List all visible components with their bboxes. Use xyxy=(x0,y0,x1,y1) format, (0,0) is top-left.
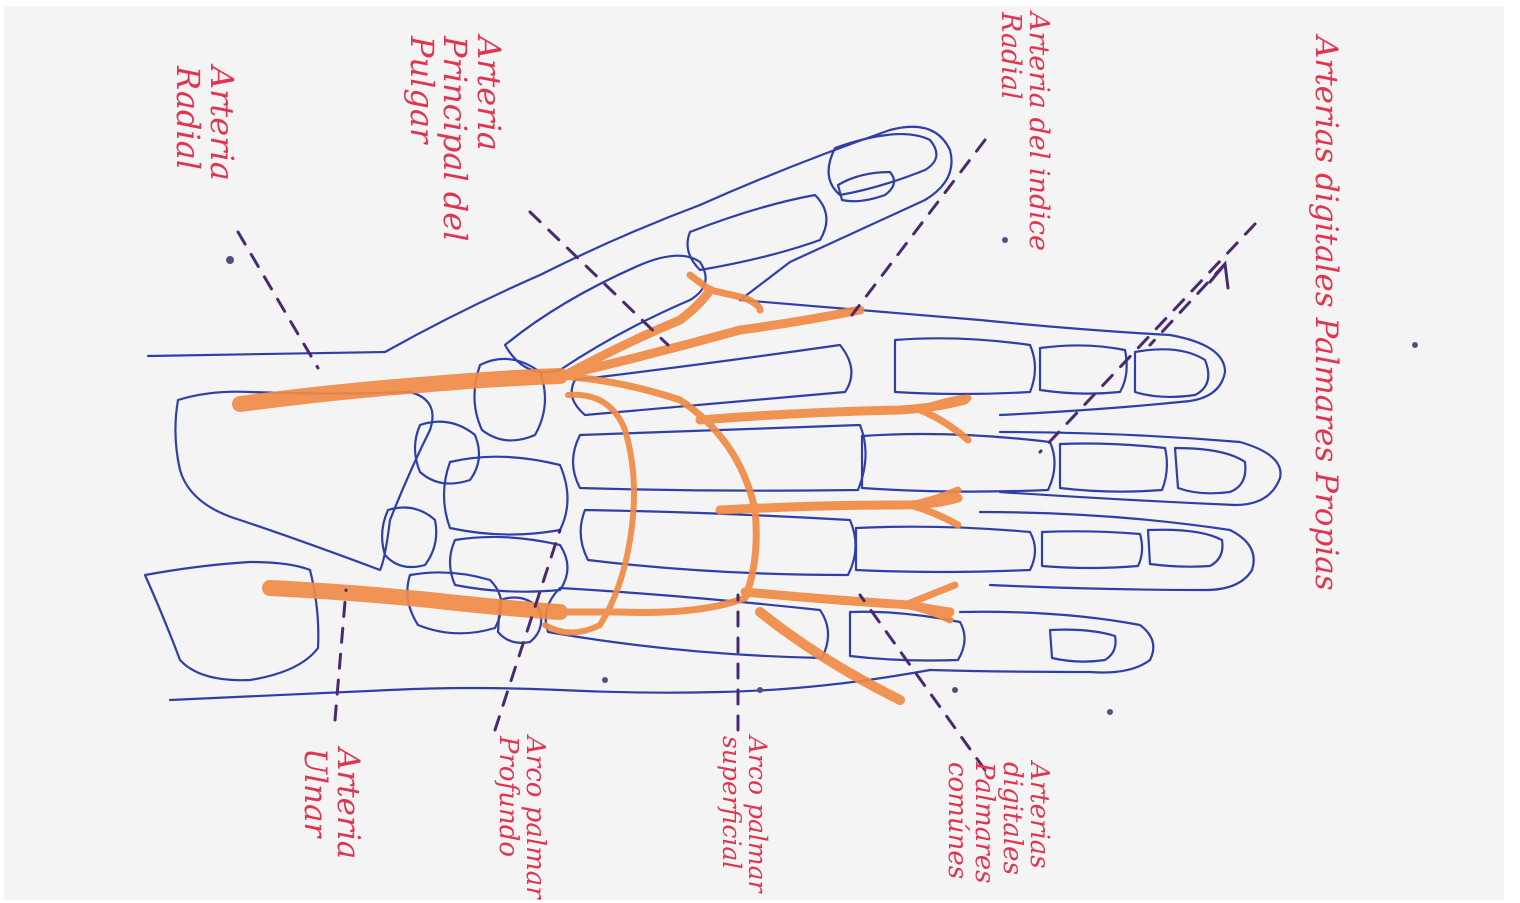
ink-speck xyxy=(1412,342,1418,348)
label-ulnar-artery: Arteria Ulnar xyxy=(299,748,364,859)
label-superficial-palmar-arch: Arco palmar superficial xyxy=(718,736,771,892)
ink-speck xyxy=(1107,709,1113,715)
ink-speck xyxy=(757,687,763,693)
ink-speck xyxy=(952,687,958,693)
label-radial-artery: Arteria Radial xyxy=(171,66,238,181)
ink-speck xyxy=(226,256,234,264)
label-deep-palmar-arch: Arco palmar Profundo xyxy=(493,736,548,899)
label-index-radial-artery: Arteria del indice Radial xyxy=(995,12,1052,251)
label-thumb-principal-artery: Arteria Principal del Pulgar xyxy=(404,36,505,241)
label-proper-palmar-digital-arteries: Arterias digitales Palmares Propias xyxy=(1309,36,1342,591)
label-common-palmar-digital-arteries: Arterias digitales Palmares comúnes xyxy=(943,762,1052,883)
ink-speck xyxy=(602,677,608,683)
